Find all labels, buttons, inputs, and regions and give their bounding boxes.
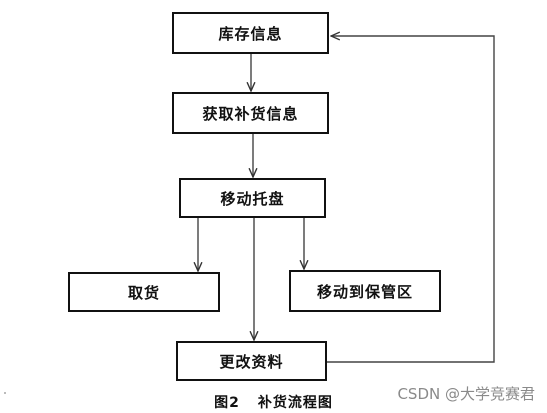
node-restock-info-label: 获取补货信息 xyxy=(202,104,299,123)
node-move-to-storage: 移动到保管区 xyxy=(289,270,441,312)
node-pick-goods: 取货 xyxy=(68,272,220,312)
edge-update-to-inventory xyxy=(327,36,495,363)
node-inventory-info: 库存信息 xyxy=(172,12,329,54)
node-update-records-label: 更改资料 xyxy=(219,352,284,371)
node-restock-info: 获取补货信息 xyxy=(172,92,329,134)
watermark: CSDN @大学竞赛君 xyxy=(397,385,535,403)
figure-caption: 图2 补货流程图 xyxy=(0,392,547,412)
scan-speck xyxy=(4,392,6,394)
node-update-records: 更改资料 xyxy=(176,341,327,381)
node-move-pallet-label: 移动托盘 xyxy=(220,189,285,208)
figure-title: 补货流程图 xyxy=(257,395,333,411)
figure-number: 图2 xyxy=(214,395,240,411)
node-pick-goods-label: 取货 xyxy=(127,283,160,302)
node-inventory-info-label: 库存信息 xyxy=(218,24,283,43)
node-move-pallet: 移动托盘 xyxy=(179,178,326,218)
node-move-to-storage-label: 移动到保管区 xyxy=(316,282,413,301)
